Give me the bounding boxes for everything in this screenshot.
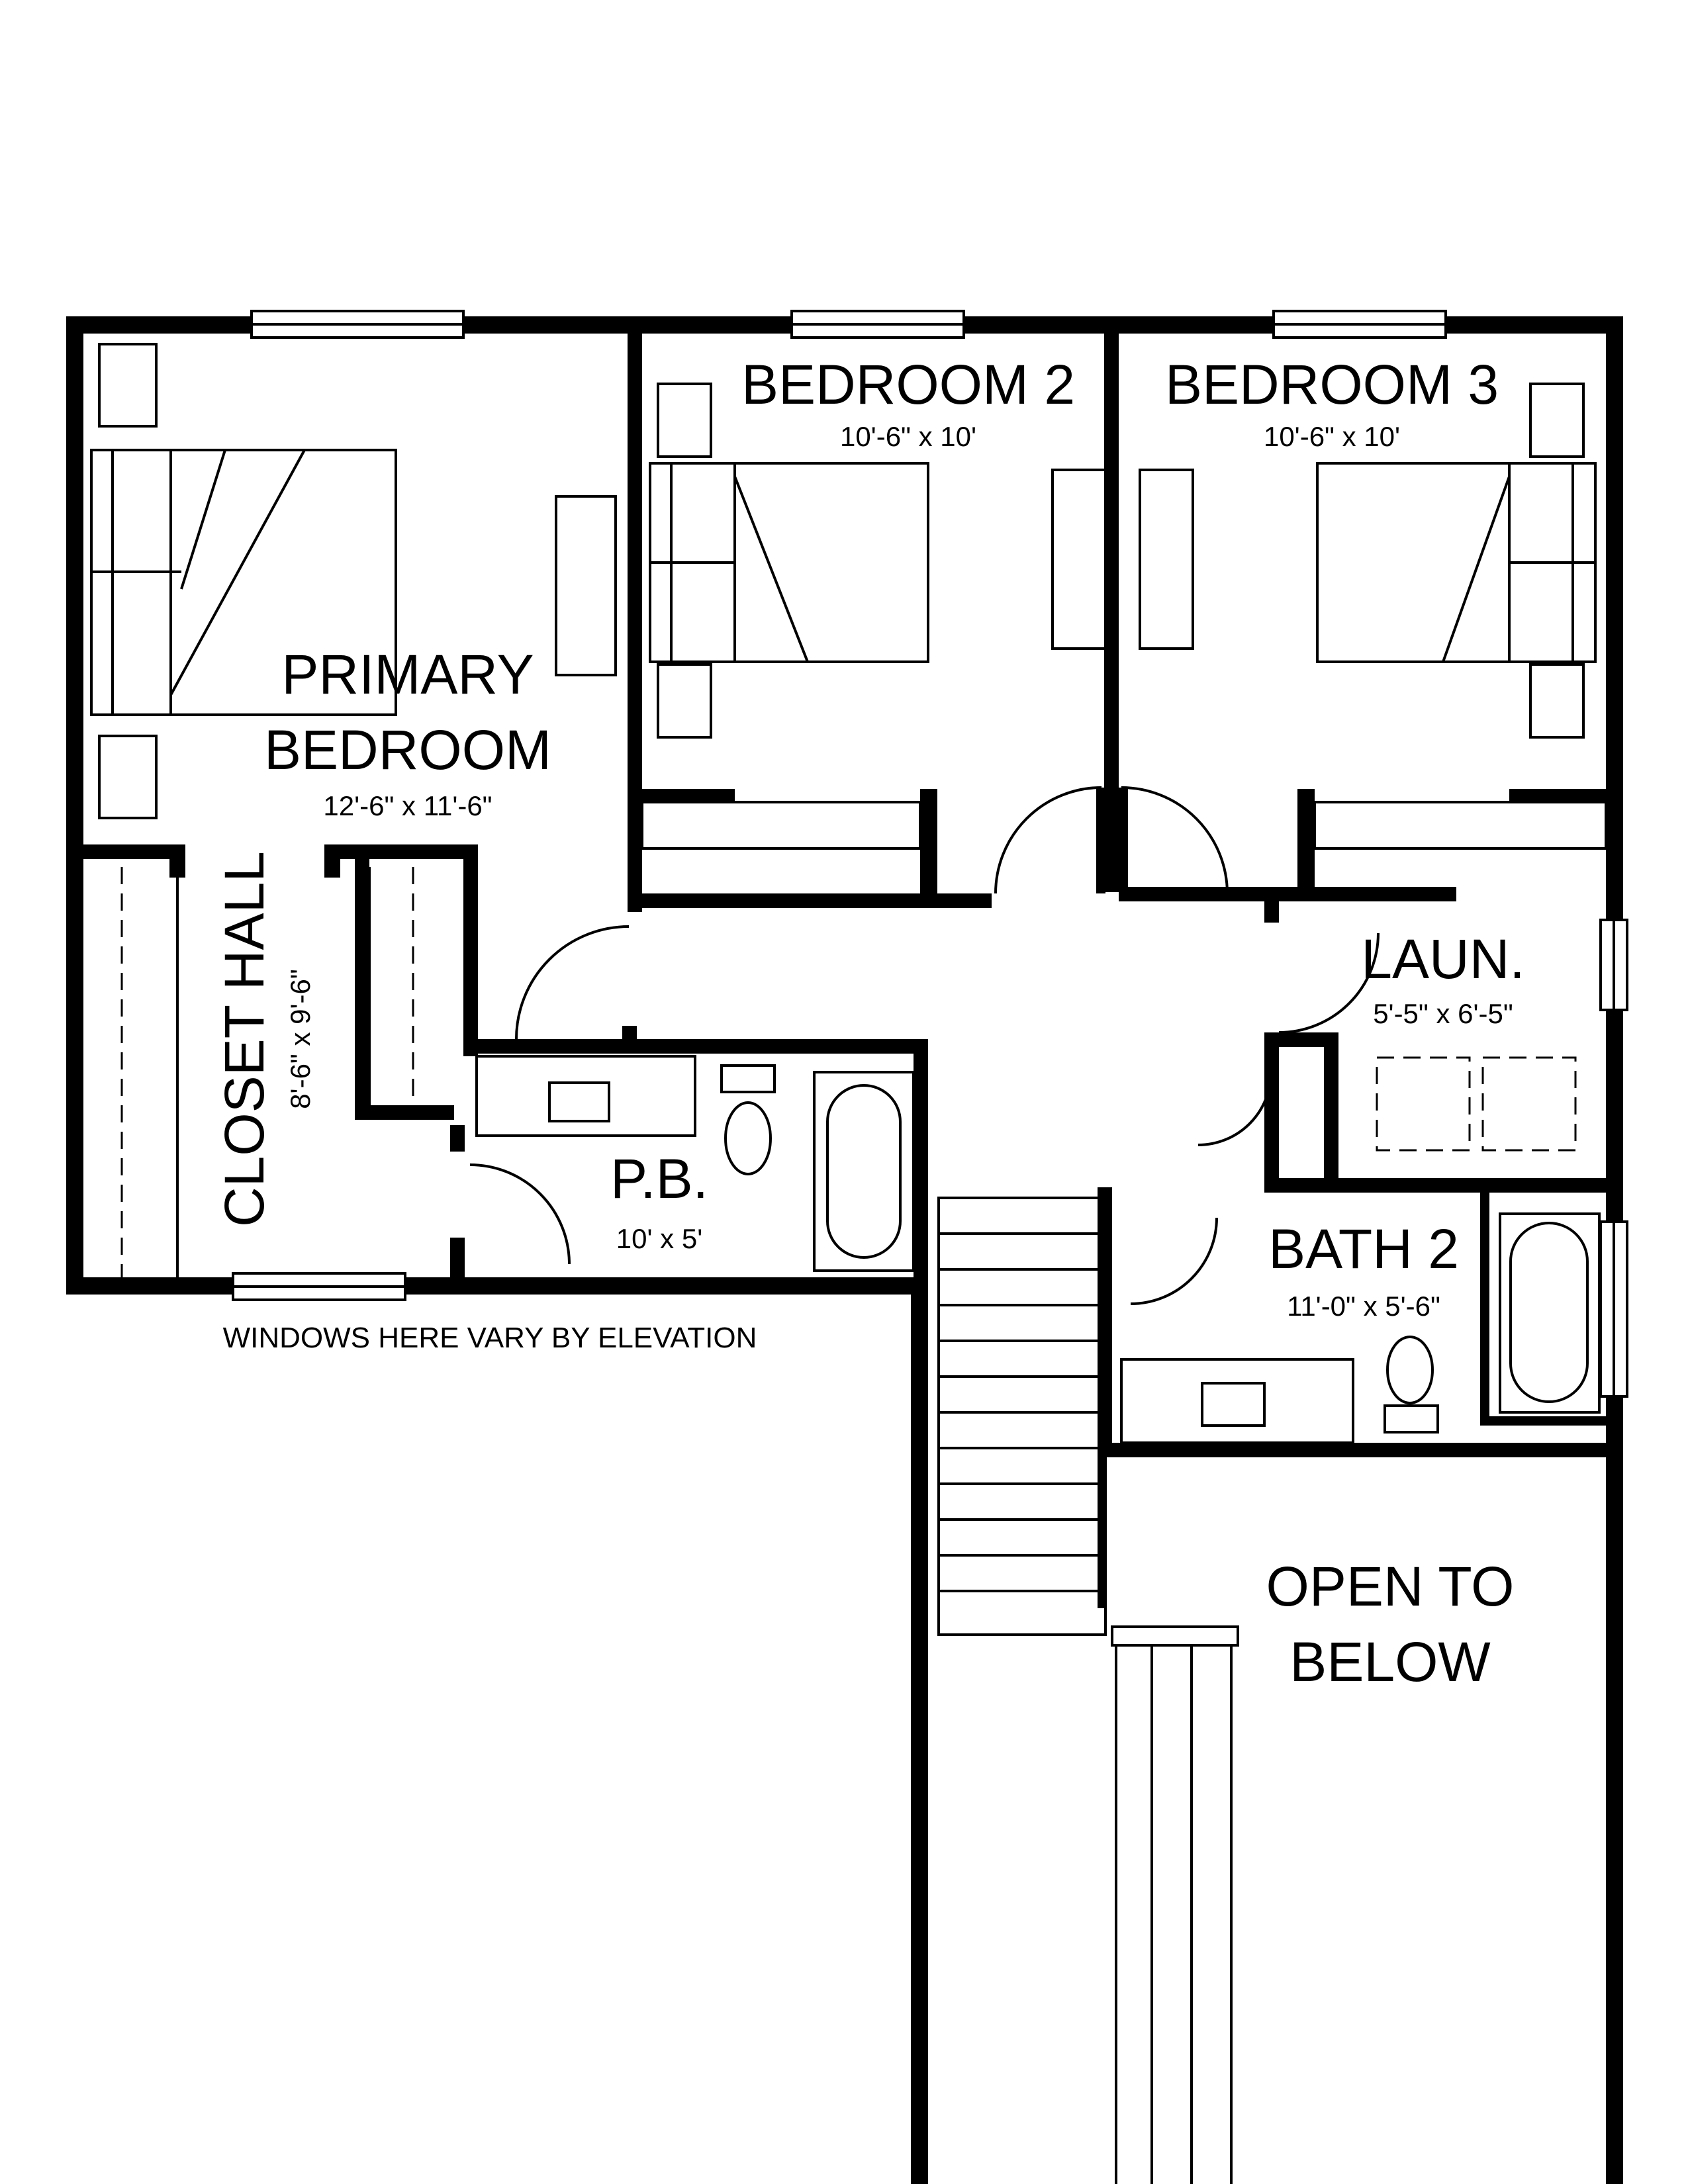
elevation-note: WINDOWS HERE VARY BY ELEVATION bbox=[223, 1322, 757, 1354]
interior-walls bbox=[66, 316, 1606, 1608]
pb-name: P.B. bbox=[610, 1148, 708, 1210]
bath2-dims: 11'-0" x 5'-6" bbox=[1287, 1291, 1440, 1322]
primary-bedroom-name-line1: PRIMARY bbox=[281, 643, 534, 705]
primary-bedroom-name-line2: BEDROOM bbox=[264, 719, 551, 781]
bedroom3-name: BEDROOM 3 bbox=[1165, 353, 1499, 416]
primary-furniture bbox=[90, 343, 617, 819]
stairs bbox=[937, 1197, 1239, 2184]
laundry-name: LAUN. bbox=[1361, 928, 1524, 990]
pb-dims: 10' x 5' bbox=[616, 1223, 702, 1254]
laundry-dims: 5'-5" x 6'-5" bbox=[1373, 998, 1513, 1029]
laundry-fixtures bbox=[1376, 1056, 1577, 1152]
room-labels: PRIMARY BEDROOM 12'-6" x 11'-6" BEDROOM … bbox=[213, 353, 1525, 1693]
pb-fixtures bbox=[475, 1055, 915, 1272]
bedroom3-dims: 10'-6" x 10' bbox=[1264, 421, 1400, 452]
bedroom2-furniture bbox=[641, 383, 1107, 850]
closet-hall-dims: 8'-6" x 9'-6" bbox=[285, 969, 316, 1109]
open-to-below-line2: BELOW bbox=[1289, 1631, 1490, 1693]
open-to-below-line1: OPEN TO bbox=[1266, 1555, 1514, 1617]
closet-hall-fixtures bbox=[120, 867, 414, 1277]
bedroom3-furniture bbox=[1139, 383, 1607, 850]
bath2-fixtures bbox=[1120, 1212, 1601, 1444]
closet-hall-name: CLOSET HALL bbox=[213, 851, 275, 1227]
bedroom2-dims: 10'-6" x 10' bbox=[840, 421, 976, 452]
bath2-name: BATH 2 bbox=[1268, 1218, 1459, 1280]
primary-bedroom-dims: 12'-6" x 11'-6" bbox=[323, 790, 492, 821]
windows bbox=[232, 310, 1628, 1398]
bedroom2-name: BEDROOM 2 bbox=[741, 353, 1075, 416]
door-swings bbox=[469, 786, 1380, 1305]
